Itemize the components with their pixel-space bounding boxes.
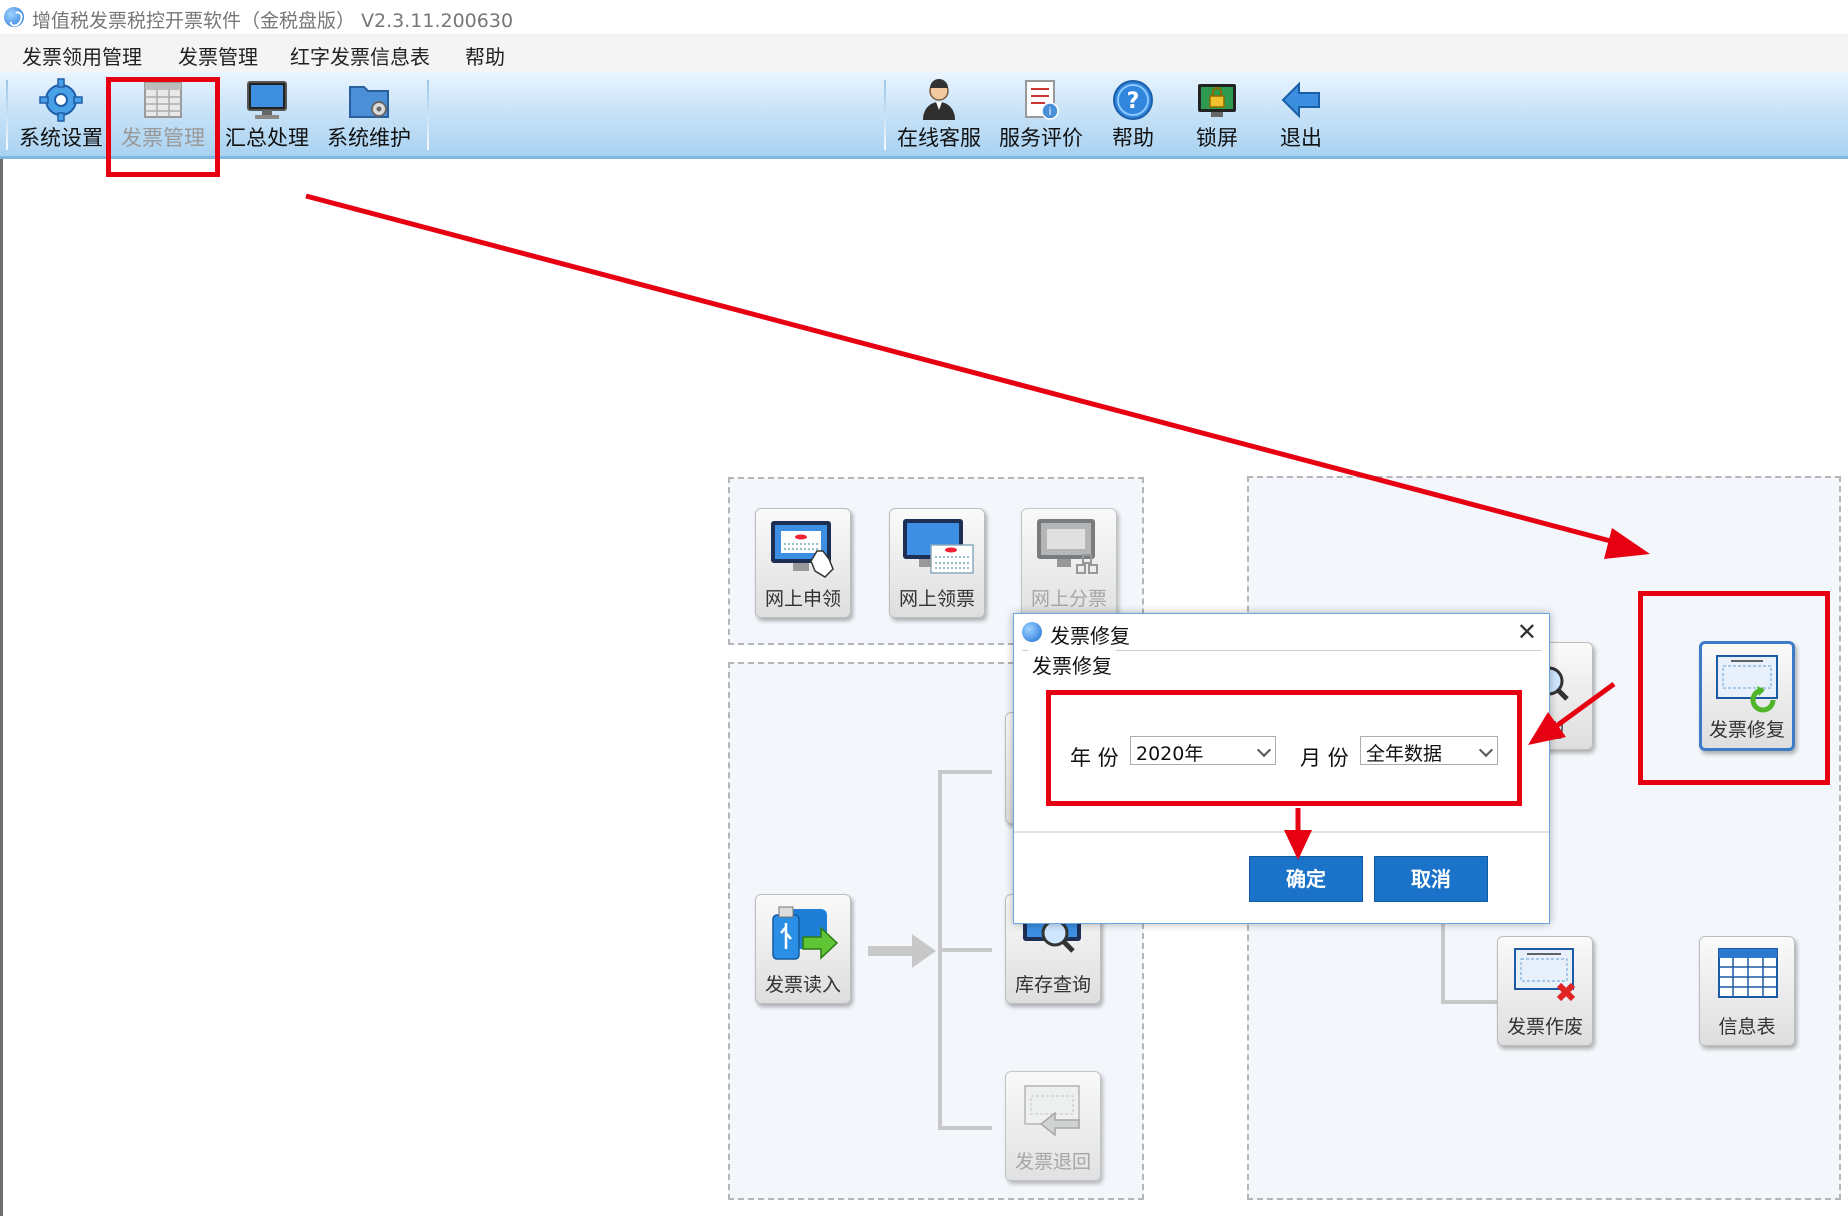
tile-invoice-return-label: 发票退回 <box>1014 1151 1091 1173</box>
tile-online-apply-label: 网上申领 <box>764 588 841 610</box>
toolbar-online-support-label: 在线客服 <box>897 126 981 150</box>
toolbar-help[interactable]: ? 帮助 <box>1096 76 1170 154</box>
invoice-repair-icon <box>1716 655 1778 713</box>
tile-online-distribute-label: 网上分票 <box>1030 588 1107 610</box>
online-receive-icon <box>903 519 974 574</box>
flow-arrow-icon <box>868 934 936 968</box>
tile-invoice-return[interactable]: 发票退回 <box>1005 1071 1101 1181</box>
tile-invoice-import[interactable]: 发票读入 <box>755 894 851 1004</box>
online-distribute-icon <box>1037 519 1098 574</box>
toolbar-online-support[interactable]: 在线客服 <box>892 76 986 154</box>
info-table-icon <box>1718 948 1778 998</box>
lock-screen-icon <box>1198 84 1236 117</box>
svg-text:?: ? <box>1127 89 1140 114</box>
svg-text:i: i <box>1048 105 1051 118</box>
ok-button[interactable]: 确定 <box>1249 856 1363 902</box>
monitor-icon <box>247 81 287 119</box>
toolbar-exit[interactable]: 退出 <box>1264 76 1338 154</box>
toolbar-service-rating-label: 服务评价 <box>999 126 1083 150</box>
toolbar-summary[interactable]: 汇总处理 <box>222 76 312 154</box>
window-title: 增值税发票税控开票软件（金税盘版） V2.3.11.200630 <box>32 10 514 32</box>
usb-import-icon <box>772 906 839 960</box>
invoice-repair-dialog: 发票修复 ✕ 发票修复 年 份 2020年 月 份 全年数据 确定 取消 <box>1013 613 1550 924</box>
menu-bar: 发票领用管理 发票管理 红字发票信息表 帮助 <box>0 34 1848 73</box>
tile-invoice-repair-label: 发票修复 <box>1708 719 1785 741</box>
tile-inventory-query-label: 库存查询 <box>1014 974 1091 996</box>
dialog-logo-icon <box>1022 622 1042 642</box>
fieldset-legend: 发票修复 <box>1028 650 1116 679</box>
toolbar-service-rating[interactable]: i 服务评价 <box>994 76 1088 154</box>
tile-invoice-import-label: 发票读入 <box>764 974 841 996</box>
menu-invoice-receive[interactable]: 发票领用管理 <box>22 45 142 69</box>
gear-icon <box>39 78 83 122</box>
help-icon: ? <box>1113 80 1153 120</box>
toolbar-invoice-manage[interactable]: 发票管理 <box>118 76 208 154</box>
toolbar-help-label: 帮助 <box>1112 126 1154 150</box>
month-select[interactable]: 全年数据 <box>1360 736 1498 765</box>
online-apply-icon <box>771 521 834 578</box>
toolbar-system-settings-label: 系统设置 <box>19 126 103 150</box>
tile-online-receive-label: 网上领票 <box>898 588 975 610</box>
month-label: 月 份 <box>1300 746 1349 770</box>
annotation-box-date-fields <box>1046 690 1522 806</box>
menu-red-invoice-info[interactable]: 红字发票信息表 <box>290 45 430 69</box>
toolbar-invoice-manage-label: 发票管理 <box>121 126 205 150</box>
menu-invoice-manage[interactable]: 发票管理 <box>178 45 258 69</box>
tile-online-distribute[interactable]: 网上分票 <box>1021 508 1117 618</box>
annotation-box-invoice-manage <box>106 77 220 177</box>
tile-invoice-void-label: 发票作废 <box>1506 1016 1583 1038</box>
dialog-title-bar: 发票修复 ✕ <box>1014 614 1549 648</box>
tile-online-apply[interactable]: 网上申领 <box>755 508 851 618</box>
toolbar-system-settings[interactable]: 系统设置 <box>16 76 106 154</box>
invoice-return-icon <box>1024 1085 1080 1137</box>
cancel-button[interactable]: 取消 <box>1374 856 1488 902</box>
toolbar: 系统设置 发票管理 汇总处理 系统维护 <box>0 72 1848 159</box>
toolbar-lock-screen-label: 锁屏 <box>1196 126 1238 150</box>
toolbar-system-maintenance[interactable]: 系统维护 <box>324 76 414 154</box>
year-select[interactable]: 2020年 <box>1130 736 1276 765</box>
rating-icon: i <box>1025 80 1059 120</box>
repair-fieldset <box>1022 650 1541 801</box>
year-select-value: 2020年 <box>1136 743 1204 765</box>
close-icon[interactable]: ✕ <box>1516 618 1537 646</box>
dialog-title: 发票修复 <box>1050 624 1130 648</box>
tile-info-table-label: 信息表 <box>1718 1016 1776 1038</box>
app-logo-icon <box>4 7 24 27</box>
invoice-void-icon <box>1514 948 1576 1002</box>
toolbar-exit-label: 退出 <box>1280 126 1322 150</box>
tile-invoice-repair[interactable]: 发票修复 <box>1699 641 1795 751</box>
annotation-box-invoice-repair <box>1638 591 1830 785</box>
exit-arrow-icon <box>1281 81 1320 119</box>
tile-online-receive[interactable]: 网上领票 <box>889 508 985 618</box>
toolbar-lock-screen[interactable]: 锁屏 <box>1180 76 1254 154</box>
tile-invoice-void[interactable]: 发票作废 <box>1497 936 1593 1046</box>
month-select-value: 全年数据 <box>1366 743 1443 765</box>
toolbar-system-maintenance-label: 系统维护 <box>327 126 411 150</box>
support-agent-icon <box>923 79 955 120</box>
menu-help[interactable]: 帮助 <box>465 45 505 69</box>
folder-gear-icon <box>349 86 389 118</box>
title-bar: 增值税发票税控开票软件（金税盘版） V2.3.11.200630 <box>0 0 1848 34</box>
tile-info-table[interactable]: 信息表 <box>1699 936 1795 1046</box>
toolbar-summary-label: 汇总处理 <box>225 126 309 150</box>
year-label: 年 份 <box>1070 746 1119 770</box>
invoice-grid-icon <box>144 82 182 118</box>
